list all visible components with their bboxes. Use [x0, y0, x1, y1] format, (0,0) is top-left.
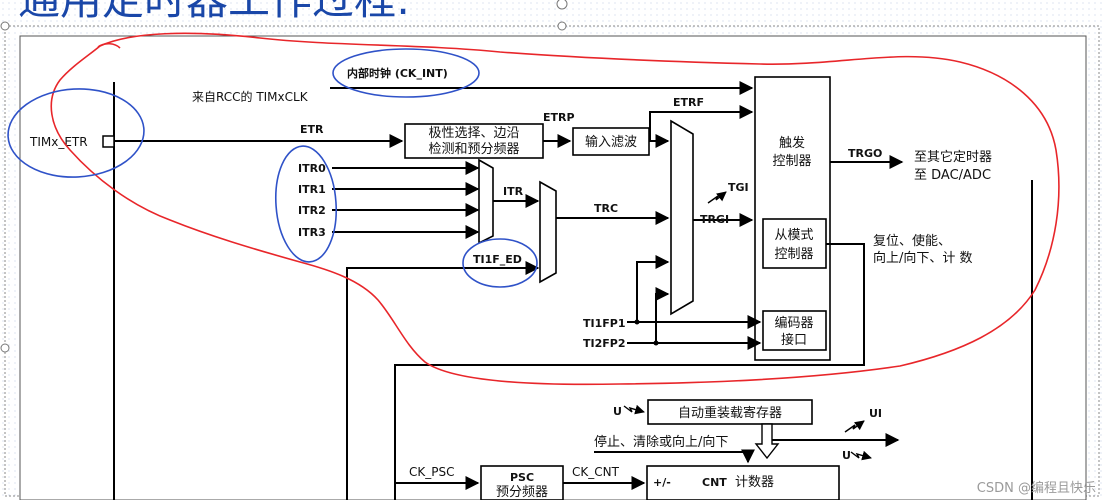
timx-etr-pin — [102, 135, 115, 148]
slave-output-line — [394, 243, 865, 500]
ti1fp1-junction — [634, 319, 640, 325]
resize-handle-left[interactable] — [0, 343, 10, 353]
handwritten-blue-circle-ti1f-ed — [462, 238, 538, 288]
trgo-label: TRGO — [848, 147, 882, 160]
itr0-label: ITR0 — [298, 162, 326, 175]
ui-arrow-icon — [844, 420, 865, 433]
csdn-watermark: CSDN @编程且快乐 — [977, 481, 1096, 496]
ti1f-ed-label: TI1F_ED — [473, 253, 522, 266]
tgi-label: TGI — [728, 181, 749, 194]
u-output-arrow-icon — [850, 450, 872, 461]
itr1-label: ITR1 — [298, 183, 326, 196]
slave-output-line1: 复位、使能、 — [873, 233, 951, 249]
trigger-controller-line1: 触发 — [779, 135, 805, 151]
polarity-box-line1: 极性选择、边沿 — [428, 126, 519, 141]
slide-title: 通用定时器工作过程: — [18, 0, 410, 24]
stop-clear-label: 停止、清除或向上/向下 — [594, 434, 728, 450]
trgi-label: TRGI — [700, 213, 729, 226]
stop-clear-line — [594, 449, 755, 464]
etrf-label: ETRF — [673, 96, 704, 109]
handwritten-blue-circle-ck-int — [332, 48, 480, 98]
tgi-arrow-icon — [707, 191, 727, 204]
trigger-controller-line2: 控制器 — [772, 154, 811, 169]
itr-label: ITR — [503, 185, 524, 198]
ck-psc-label: CK_PSC — [409, 465, 454, 479]
encoder-line2: 接口 — [781, 332, 807, 348]
input-filter-label: 输入滤波 — [585, 134, 637, 150]
resize-handle-top-left[interactable] — [0, 21, 10, 31]
u-input-label: U — [613, 405, 622, 418]
handwritten-blue-circle-itr — [275, 145, 337, 263]
slave-mode-controller-box — [762, 218, 827, 269]
image-selection-frame — [4, 25, 1100, 497]
handwritten-blue-circle-etr — [7, 88, 145, 178]
encoder-line1: 编码器 — [774, 316, 813, 331]
trc-mux — [539, 180, 557, 284]
polarity-box-line2: 检测和预分频器 — [428, 142, 519, 157]
trc-label: TRC — [594, 202, 618, 215]
resize-handle-top[interactable] — [557, 21, 567, 31]
ui-label: UI — [869, 407, 882, 420]
slave-controller-line2: 控制器 — [774, 247, 813, 262]
to-dac-adc-label: 至 DAC/ADC — [914, 168, 991, 183]
handwritten-red-tail — [97, 42, 121, 49]
counter-label: 计数器 — [735, 475, 774, 490]
ti1f-ed-line — [346, 261, 540, 500]
plus-minus-label: +/- — [653, 476, 671, 489]
rotate-handle[interactable] — [556, 0, 568, 10]
cnt-label: CNT — [702, 476, 727, 489]
ti2fp2-to-mux-line — [655, 287, 670, 343]
etrf-line — [649, 105, 754, 141]
trigger-mux — [670, 119, 694, 316]
polarity-edge-prescaler-box — [404, 123, 544, 159]
preload-arrow-icon — [754, 423, 780, 460]
ti2fp2-label: TI2FP2 — [583, 337, 625, 350]
itr2-label: ITR2 — [298, 204, 326, 217]
prescaler-label: 预分频器 — [496, 485, 548, 500]
auto-reload-label: 自动重装载寄存器 — [678, 405, 782, 421]
to-other-timers-label: 至其它定时器 — [914, 149, 992, 165]
itr-mux — [478, 158, 494, 245]
u-output-label: U — [842, 449, 851, 462]
ck-cnt-label: CK_CNT — [572, 465, 620, 479]
ti1fp1-to-mux-line — [636, 255, 670, 322]
slave-output-line2: 向上/向下、计 数 — [873, 250, 973, 266]
handwritten-red-enclosure — [50, 32, 1060, 386]
ck-int-label: 内部时钟 (CK_INT) — [347, 66, 448, 80]
encoder-interface-box — [762, 310, 827, 351]
etr-label: ETR — [300, 123, 324, 136]
cnt-counter-box — [646, 465, 840, 500]
rcc-clk-label: 来自RCC的 TIMxCLK — [192, 89, 309, 104]
slave-controller-line1: 从模式 — [774, 228, 813, 243]
ti1fp1-label: TI1FP1 — [583, 317, 625, 330]
psc-label: PSC — [510, 471, 534, 484]
ti2fp2-junction — [653, 340, 659, 346]
itr3-label: ITR3 — [298, 226, 326, 239]
timx-etr-label: TIMx_ETR — [29, 135, 88, 149]
auto-reload-register-box — [647, 399, 813, 425]
u-input-arrow-icon — [623, 404, 645, 415]
etrp-label: ETRP — [543, 111, 575, 124]
